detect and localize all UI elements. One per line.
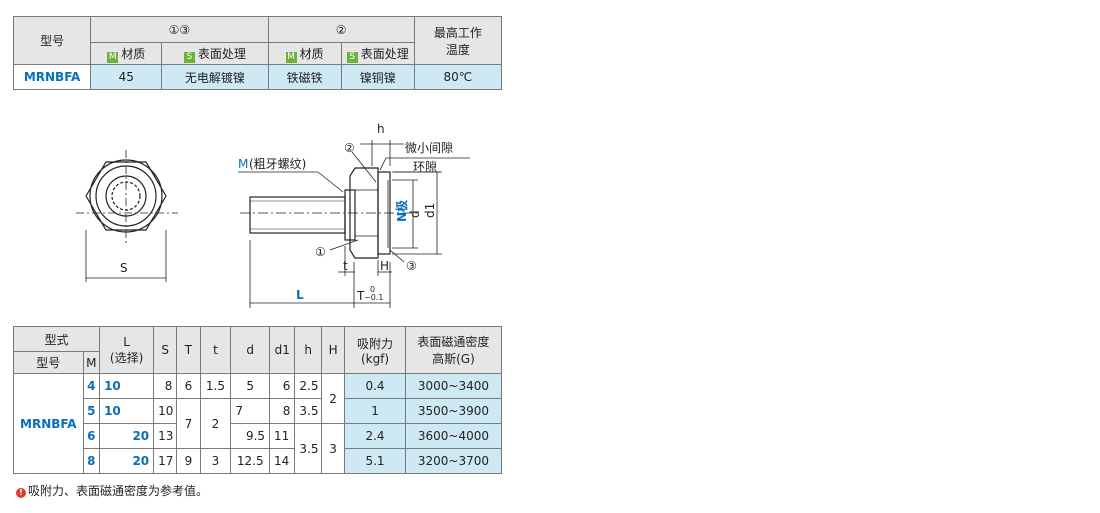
spec-surface1: 无电解镀镍 <box>161 64 269 90</box>
header-force: 吸附力 (kgf) <box>344 326 406 374</box>
header-d1: d1 <box>269 326 296 374</box>
surface-icon: S <box>183 51 195 63</box>
max-temp-header: 最高工作 温度 <box>413 16 503 65</box>
spec-material1: 45 <box>90 64 163 90</box>
material-icon: M <box>107 51 119 63</box>
label-T: T <box>356 289 365 303</box>
model-header: 型号 <box>12 16 92 65</box>
table-row: MRNBFA 4 10 8 6 1.5 5 6 2.5 2 0.4 3000~3… <box>13 373 503 474</box>
label-s: S <box>120 261 128 275</box>
header-d: d <box>230 326 271 374</box>
header-T: T <box>176 326 201 374</box>
note-text: 吸附力、表面磁通密度为参考值。 <box>28 484 209 498</box>
label-t: t <box>343 259 348 273</box>
spec-max-temp: 80℃ <box>413 64 503 90</box>
label-h: h <box>377 122 385 136</box>
header-l: L (选择) <box>99 326 155 374</box>
label-circle3: ③ <box>406 259 417 273</box>
dimension-table: 型式 L (选择) S T t d d1 h H 吸附力 (kgf) 表面磁通密… <box>12 326 503 474</box>
table-row: 6 20 13 9.5 11 3.5 3 2.4 3600~4000 <box>14 423 503 474</box>
label-H: H <box>380 259 389 273</box>
header-H: H <box>320 326 346 374</box>
header-m: M <box>82 351 101 374</box>
label-m: M <box>238 157 248 171</box>
warning-icon: ! <box>16 488 26 498</box>
spec-surface2: 镍铜镍 <box>340 64 415 90</box>
header-type: 型式 <box>12 326 101 352</box>
table-row: 8 20 17 9 3 12.5 14 5.1 3200~3700 <box>14 448 503 474</box>
label-circle2: ② <box>344 141 355 155</box>
label-gap: 微小间隙 <box>405 141 453 155</box>
dim-model: MRNBFA <box>13 373 84 474</box>
label-thread: (粗牙螺纹) <box>249 157 306 171</box>
hex-end-view <box>76 150 178 282</box>
header-h: h <box>294 326 322 374</box>
label-circle1: ① <box>315 245 326 259</box>
label-L: L <box>296 288 304 302</box>
table-row: 5 10 10 7 2 7 8 3.5 1 3500~3900 <box>14 398 503 449</box>
label-tol-lower: −0.1 <box>364 293 383 302</box>
spec-model: MRNBFA <box>12 64 92 90</box>
surface-icon: S <box>346 51 358 63</box>
label-d: d <box>408 210 422 218</box>
label-d1: d1 <box>423 203 437 218</box>
label-n: N极 <box>394 199 409 222</box>
material-icon: M <box>285 51 297 63</box>
label-ring: 环隙 <box>413 160 437 174</box>
header-model: 型号 <box>13 351 84 374</box>
label-tol-upper: 0 <box>370 285 375 294</box>
spec-material2: 铁磁铁 <box>267 64 342 90</box>
header-t: t <box>199 326 232 374</box>
header-density: 表面磁通密度 高斯(G) <box>404 326 503 374</box>
header-s: S <box>153 326 178 374</box>
reference-note: !吸附力、表面磁通密度为参考值。 <box>16 482 208 499</box>
side-view <box>238 140 470 308</box>
